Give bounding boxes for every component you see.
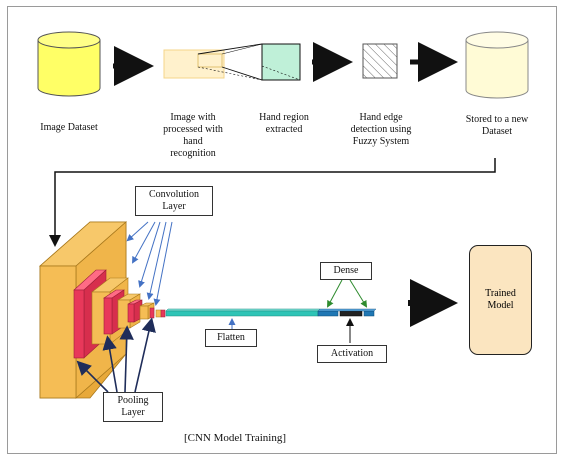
connector-line bbox=[49, 158, 496, 247]
label-stored-dataset: Stored to a new Dataset bbox=[465, 114, 529, 137]
trained-model-box: Trained Model bbox=[469, 245, 532, 355]
label-edge-detection: Hand edge detection using Fuzzy System bbox=[350, 112, 412, 147]
label-processed: Image with processed with hand recogniti… bbox=[163, 112, 223, 159]
label-pooling-layer: Pooling Layer bbox=[103, 392, 163, 422]
dense-bar bbox=[317, 308, 377, 317]
hand-region-graphic bbox=[261, 43, 301, 81]
stored-dataset-cylinder bbox=[465, 31, 529, 99]
convolution-pointers bbox=[126, 221, 173, 306]
pooling-pointers bbox=[76, 317, 156, 393]
label-hand-region: Hand region extracted bbox=[259, 112, 309, 135]
label-flatten: Flatten bbox=[205, 329, 257, 347]
trained-model-label-1: Trained bbox=[485, 288, 516, 299]
label-activation: Activation bbox=[317, 345, 387, 363]
label-image-dataset: Image Dataset bbox=[40, 122, 98, 133]
flatten-bar bbox=[165, 308, 321, 317]
dense-pointers bbox=[327, 279, 368, 308]
label-convolution-layer: Convolution Layer bbox=[135, 186, 213, 216]
diagram-frame bbox=[7, 6, 557, 454]
edge-detection-graphic bbox=[362, 43, 398, 79]
processed-image-graphic bbox=[163, 43, 263, 81]
caption-cnn-training: [CNN Model Training] bbox=[183, 432, 287, 444]
label-dense: Dense bbox=[320, 262, 372, 280]
trained-model-label-2: Model bbox=[487, 300, 514, 311]
flow-arrows-top bbox=[113, 42, 458, 86]
pool-layer-4 bbox=[149, 307, 166, 319]
image-dataset-cylinder bbox=[37, 31, 101, 97]
